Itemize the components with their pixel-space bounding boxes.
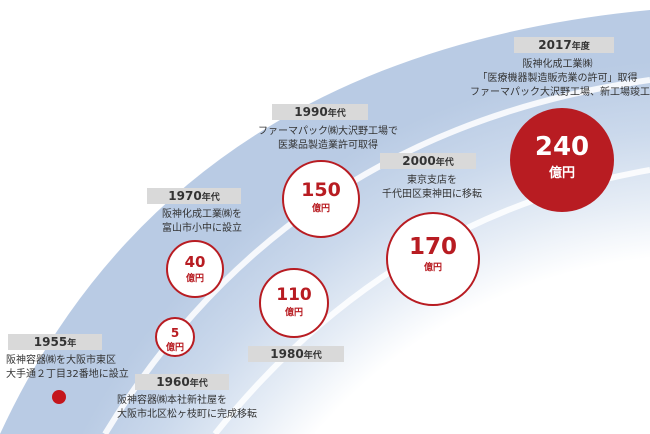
revenue-bubble-1970: 40 億円: [166, 240, 224, 298]
event-desc-1970: 阪神化成工業㈱を 富山市小中に設立: [162, 209, 242, 234]
revenue-bubble-1990: 150 億円: [282, 160, 360, 238]
era-label-1955: 1955年: [8, 334, 102, 350]
era-label-2017: 2017年度: [514, 37, 614, 53]
start-point-marker: [52, 390, 66, 404]
era-label-2000: 2000年代: [380, 153, 476, 169]
era-label-1970: 1970年代: [147, 188, 241, 204]
event-desc-1955: 阪神容器㈱を大阪市東区 大手通２丁目32番地に設立: [6, 355, 129, 380]
event-desc-1990: ファーマパック㈱大沢野工場で 医薬品製造業許可取得: [258, 126, 398, 151]
revenue-bubble-1980: 110 億円: [259, 268, 329, 338]
era-label-1960: 1960年代: [135, 374, 229, 390]
event-desc-1960: 阪神容器㈱本社新社屋を 大阪市北区松ヶ枝町に完成移転: [117, 395, 257, 420]
era-label-1980: 1980年代: [248, 346, 344, 362]
event-desc-2017: 阪神化成工業㈱ 「医療機器製造販売業の許可」取得 ファーマパック大沢野工場、新工…: [470, 59, 650, 98]
era-label-1990: 1990年代: [272, 104, 368, 120]
event-desc-2000: 東京支店を 千代田区東神田に移転: [382, 175, 482, 200]
revenue-bubble-2000: 170 億円: [386, 212, 480, 306]
revenue-bubble-2017: 240 億円: [510, 108, 614, 212]
revenue-bubble-1960: 5 億円: [155, 317, 195, 357]
arc-divider: [327, 257, 650, 434]
